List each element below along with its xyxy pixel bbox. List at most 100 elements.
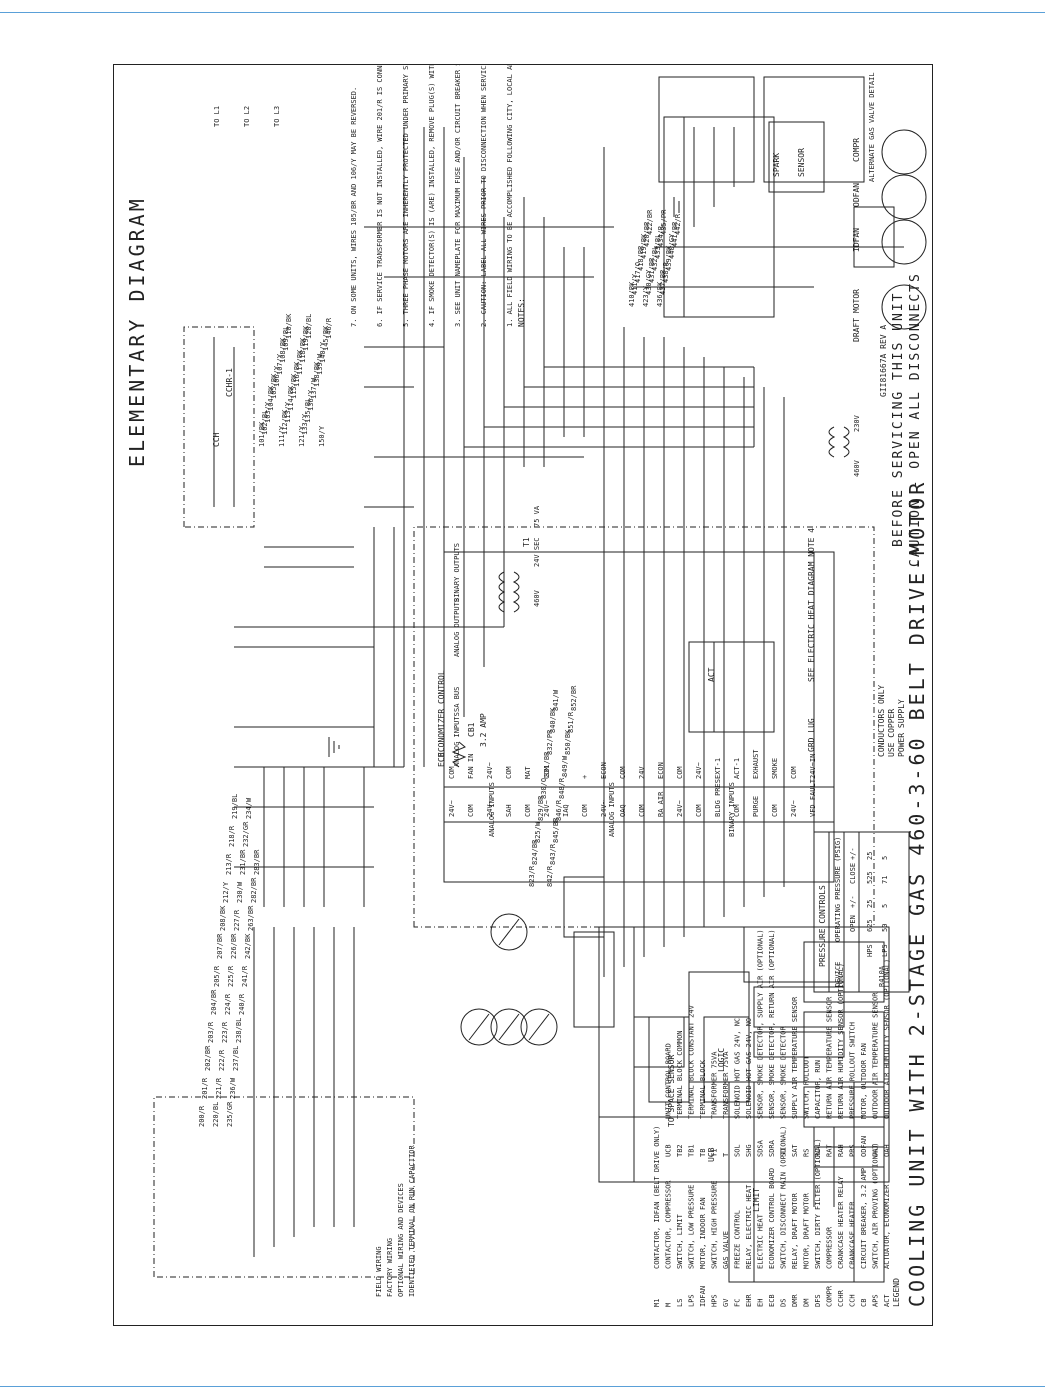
wire-label: 146/R [325,317,333,339]
wire-label: 282/BR [250,877,258,903]
ecb-top-terminal: EXHAUST [752,749,760,779]
ecb-top-terminal: FAN IN [467,754,475,779]
note-item: 4. IF SMOKE DETECTOR(S) IS (ARE) INSTALL… [428,65,436,327]
wire-label: 133/Y [301,413,309,435]
notes-heading: NOTES: [517,298,526,327]
wire-label: 841/W [552,689,560,711]
legend-desc: SOLENOID HOT GAS 24V, NO [745,1018,753,1119]
t2-voltage: 460V [853,459,861,477]
wire-label: 437/BR [659,269,667,295]
wire-label: 205/R [213,965,221,987]
legend-desc: TERMINAL BLOCK [699,1059,707,1119]
wire-label: 438/R [662,261,670,283]
wire-label: 234/W [245,797,253,819]
wire-label: 220/BL [212,1102,220,1127]
legend-desc: TERMINAL BLOCK COMMON [676,1030,684,1119]
wire-label: 441/BR [671,221,679,247]
legend-code: COMPR [826,1285,834,1307]
legend-code: RAH [837,1144,845,1157]
wire-label: 848/R [558,777,566,799]
legend-code: LS [676,1299,684,1307]
ecb-bottom-terminal: 24V~ [676,800,684,817]
legend-desc: SWITCH, AIR PROVING (OPTIONAL) [872,1143,880,1269]
wire-label: 107/Y [276,353,284,375]
ecb-bottom-terminal: COM [638,804,646,817]
diagram-canvas: COOLING UNIT WITH 2-STAGE GAS 460-3-60 B… [114,65,934,1327]
legend-desc: ECONOMIZER CONTROL BOARD [768,1168,776,1269]
to-line-label: TO L2 [243,106,251,127]
legend-desc: SENSOR, SMOKE DETECTOR, SUPPLY AIR (OPTI… [757,929,765,1119]
wire-label: 832/PR [546,729,554,755]
symbol-key-item: FIELD WIRING [375,1246,383,1297]
legend-code: T1 [711,1149,719,1157]
ptable-subheader: +/- [849,895,857,908]
note-item: 1. ALL FIELD WIRING TO BE ACCOMPLISHED F… [506,65,514,327]
t1-label: T1 [522,537,531,547]
wire-label: 823/R [528,865,536,887]
ecb-bottom-terminal: OAQ [619,804,627,817]
ecb-bottom-terminal: IAQ [562,804,570,817]
wire-label: 232/GR [242,821,250,847]
wire-label: 846/R [555,799,563,821]
legend-desc: SWITCH, DIRTY FILTER (OPTIONAL) [814,1138,822,1269]
legend-code: FC [734,1299,742,1307]
legend-desc: ELECTRIC HEAT [757,1213,765,1269]
legend-code: SDRA [768,1139,776,1157]
legend-code: CCH [849,1294,857,1307]
ecb-top-terminal: + [581,775,589,779]
ecb-group-label: ANALOG OUTPUTS [453,598,461,657]
t1-voltage: 460V [533,589,541,607]
wire-label: 851/R [567,711,575,733]
wire-label: 434/R [657,225,665,247]
legend-code: TB [699,1149,707,1157]
wire-label: 829/BR [537,795,545,821]
wire-label: 112/BK [281,409,289,435]
legend-desc: SWITCH, DISCONNECT MAIN (OPTIONAL) [780,1126,788,1269]
wire-label: 109/BL [282,326,290,351]
wire-label: 410/BK [628,281,636,307]
ptable-cell: 71 [881,876,889,884]
draft-motor-label: DRAFT MOTOR [852,289,861,342]
legend-desc: OUTDOOR AIR HUMIDITY SENSOR (OPTIONAL) [883,959,891,1119]
ecb-bottom-group-label: ANALOG INPUTS [488,782,496,837]
cch-label: CCH [212,432,221,447]
wire-label: 104/BK [267,385,275,411]
wire-label: 842/R [546,865,554,887]
legend-desc: CAPACITOR, RUN [814,1060,822,1119]
wire-label: 108/BK [279,337,287,363]
ecb-top-terminal: COM [619,766,627,779]
ptable-subheader: +/- [849,847,857,860]
diagram-subtitle: ELEMENTARY DIAGRAM [125,196,149,467]
legend-code: OAH [883,1144,891,1157]
wire-label: 431/BR [648,257,656,283]
legend-code: SAT [791,1144,799,1157]
wire-label: 430/GY [645,269,653,295]
wire-label: 440/GY [668,233,676,259]
ecb-top-terminal: COM [448,766,456,779]
power-supply-label: POWER SUPPLY [897,699,906,757]
legend-desc: SENSOR, SMOKE DETECTOR, RETURN AIR (OPTI… [768,929,776,1119]
power-supply-note-1: USE COPPER [887,709,896,757]
wire-label: 283/BR [253,849,261,875]
wire-label: 436/BK [656,281,664,307]
note-item: 3. SEE UNIT NAMEPLATE FOR MAXIMUM FUSE A… [454,65,462,327]
grd-lug-label: GRD LUG [807,718,816,752]
wire-label: 222/R [218,1049,226,1071]
wire-label: 224/R [224,993,232,1015]
symbol-key-item: OPTIONAL WIRING AND DEVICES [397,1183,405,1297]
wire-label: 263/BR [247,905,255,931]
wire-label: 101/BK [258,421,266,447]
symbols-list: IDENTIFIED TERMINAL ON RUN CAPACITOROPTI… [375,1144,416,1297]
wire-label: 238/BL [235,1018,243,1043]
legend-code: ODFAN [860,1136,868,1157]
t1-voltage: 75 VA [533,505,541,527]
wire-label: 115/BK [290,373,298,399]
ecb-top-terminal: COM [676,766,684,779]
ecb-top-terminal: - [562,775,570,779]
wire-label: 225/R [227,965,235,987]
legend-desc: SWITCH, LIMIT [676,1213,684,1269]
ecb-bottom-terminal: COM [581,804,589,817]
note-item: 5. THREE PHASE MOTORS ARE INHERENTLY PRO… [402,65,410,327]
